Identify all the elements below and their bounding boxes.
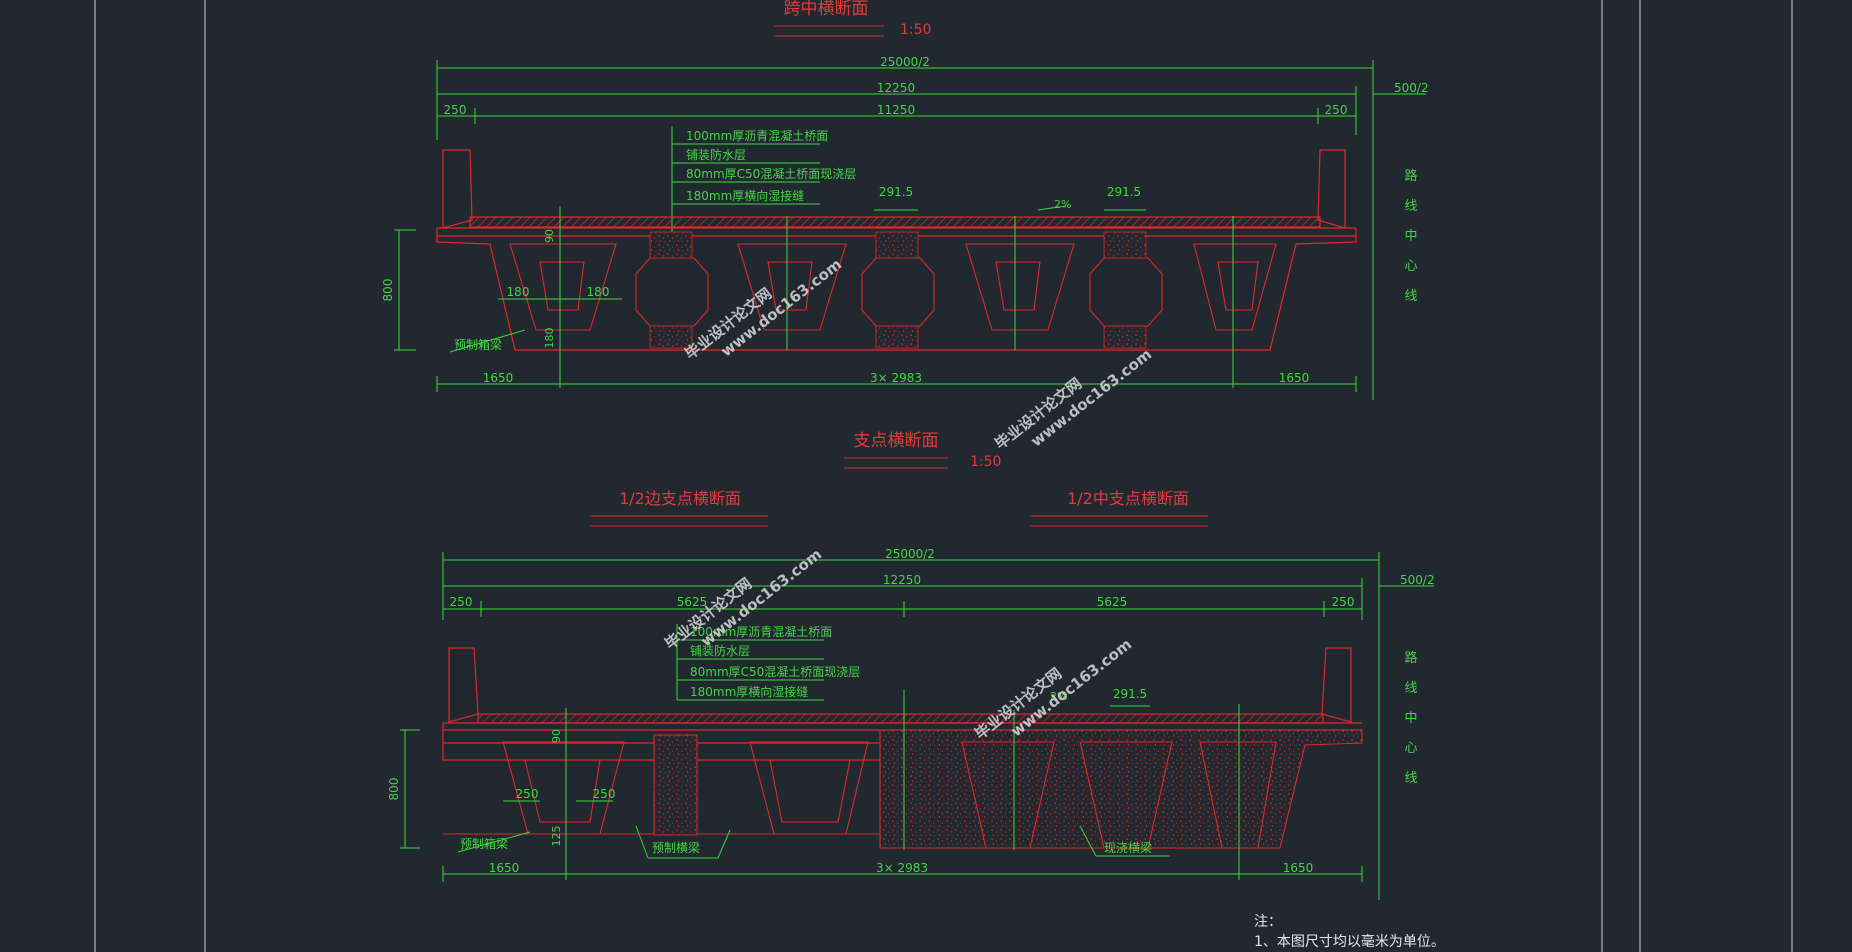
midspan-dim-bottom-right: 1650 <box>1279 371 1310 385</box>
midspan-layer-2: 铺装防水层 <box>686 147 746 162</box>
midspan-slope: 2% <box>1054 198 1071 211</box>
support-centerline-1: 路 <box>1404 650 1417 666</box>
support-label-box-girder: 预制箱梁 <box>460 836 508 851</box>
support-layer-3: 80mm厚C50混凝土桥面现浇层 <box>690 664 860 679</box>
midspan-dim-top-slab: 90 <box>543 229 556 243</box>
support-dim-left-span: 5625 <box>677 595 708 609</box>
midspan-dim-gap-b: 291.5 <box>1107 185 1141 199</box>
midspan-dim-side: 500/2 <box>1394 81 1429 95</box>
notes: 注： 1、本图尺寸均以毫米为单位。 <box>1254 914 1445 950</box>
support-dim-gap: 291.5 <box>1113 687 1147 701</box>
midspan-layer-3: 80mm厚C50混凝土桥面现浇层 <box>686 166 856 181</box>
support-precast-diaphragm <box>653 734 698 836</box>
support-dim-bottom-left: 1650 <box>489 861 520 875</box>
midspan-centerline-3: 中 <box>1404 229 1417 244</box>
support-layer-2: 铺装防水层 <box>690 643 750 658</box>
support-dim-edge-right: 250 <box>1332 595 1355 609</box>
midspan-centerline-4: 心 <box>1404 259 1417 274</box>
midspan-dim-bottom-mid: 3× 2983 <box>870 371 922 385</box>
midspan-dim-gap-a: 291.5 <box>879 185 913 199</box>
midspan-top-dimensions <box>436 60 1426 400</box>
midspan-centerline-1: 路 <box>1404 168 1417 184</box>
midspan-centerline-5: 线 <box>1404 289 1417 304</box>
midspan-scale: 1:50 <box>900 22 931 38</box>
midspan-dim-web-left: 180 <box>507 285 530 299</box>
support-section: 支点横断面 1:50 1/2边支点横断面 1/2中支点横断面 25000/2 1… <box>387 431 1435 900</box>
support-cast-diaphragm <box>879 729 1363 849</box>
support-dim-web-left: 250 <box>516 787 539 801</box>
notes-heading: 注： <box>1254 914 1282 930</box>
support-centerline-5: 线 <box>1404 771 1417 786</box>
midspan-dim-height: 800 <box>381 279 395 302</box>
midspan-dim-edge-right: 250 <box>1325 103 1348 117</box>
support-slope: 2% <box>1050 690 1067 703</box>
support-layer-4: 180mm厚横向湿接缝 <box>690 684 808 699</box>
midspan-title: 跨中横断面 <box>784 0 869 19</box>
support-dim-bottom-mid: 3× 2983 <box>876 861 928 875</box>
midspan-girders <box>509 243 1277 331</box>
midspan-dim-bottom-slab: 180 <box>543 328 556 349</box>
midspan-wet-joints <box>649 231 1147 349</box>
support-title: 支点横断面 <box>854 431 939 451</box>
support-dim-half: 12250 <box>883 573 921 587</box>
support-left-title: 1/2边支点横断面 <box>619 489 741 508</box>
midspan-dim-inner: 11250 <box>877 103 915 117</box>
drawing-border <box>94 0 1793 952</box>
support-right-title: 1/2中支点横断面 <box>1067 489 1189 508</box>
midspan-dim-half: 12250 <box>877 81 915 95</box>
notes-item-1: 1、本图尺寸均以毫米为单位。 <box>1254 933 1445 950</box>
midspan-dim-total: 25000/2 <box>880 55 930 69</box>
support-dim-height: 800 <box>387 778 401 801</box>
support-centerline-3: 中 <box>1404 711 1417 726</box>
support-scale: 1:50 <box>970 454 1001 470</box>
support-layer-1: 100mm厚沥青混凝土桥面 <box>690 624 832 639</box>
midspan-centerline-2: 线 <box>1404 199 1417 214</box>
support-dim-right-span: 5625 <box>1097 595 1128 609</box>
support-dim-top-slab: 90 <box>550 729 563 743</box>
midspan-section: 跨中横断面 1:50 25000/2 12250 500/2 11250 250… <box>381 0 1429 400</box>
midspan-layer-1: 100mm厚沥青混凝土桥面 <box>686 128 828 143</box>
support-dim-bottom-slab: 125 <box>550 826 563 847</box>
midspan-dim-edge-left: 250 <box>444 103 467 117</box>
support-centerline-4: 心 <box>1404 741 1417 756</box>
support-dim-side: 500/2 <box>1400 573 1435 587</box>
support-dim-bottom-right: 1650 <box>1283 861 1314 875</box>
support-dim-total: 25000/2 <box>885 547 935 561</box>
support-label-cast-diaphragm: 现浇横梁 <box>1104 840 1152 855</box>
support-label-precast-diaphragm: 预制横梁 <box>652 840 700 855</box>
midspan-dim-bottom-left: 1650 <box>483 371 514 385</box>
support-centerline-2: 线 <box>1404 681 1417 696</box>
midspan-dim-web-right: 180 <box>587 285 610 299</box>
support-dim-web-right: 250 <box>593 787 616 801</box>
midspan-layer-4: 180mm厚横向湿接缝 <box>686 188 804 203</box>
support-dim-edge-left: 250 <box>450 595 473 609</box>
midspan-label-box-girder: 预制箱梁 <box>454 337 502 352</box>
